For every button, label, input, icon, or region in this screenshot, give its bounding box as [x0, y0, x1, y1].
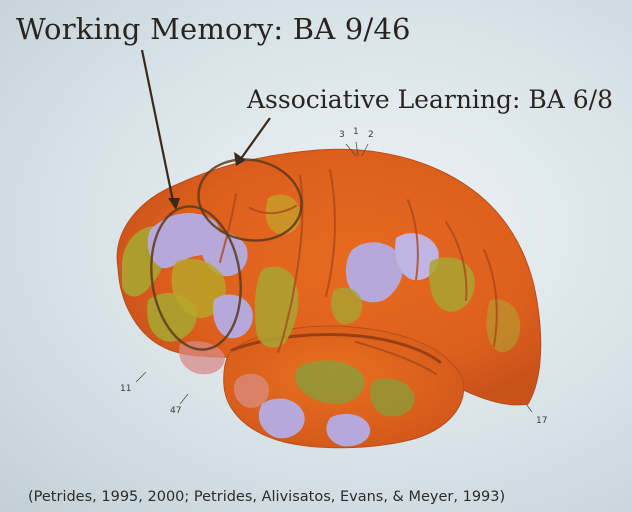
brodmann-area-label-11: 11	[120, 384, 131, 394]
citation-text: (Petrides, 1995, 2000; Petrides, Alivisa…	[28, 489, 505, 505]
brodmann-area-label-1: 1	[353, 127, 359, 137]
brodmann-area-label-3: 3	[339, 130, 345, 140]
associative-learning-title: Associative Learning: BA 6/8	[247, 85, 613, 114]
working-memory-title: Working Memory: BA 9/46	[16, 12, 411, 46]
brodmann-area-label-2: 2	[368, 130, 374, 140]
brodmann-area-label-47: 47	[170, 406, 181, 416]
brodmann-area-label-17: 17	[536, 416, 547, 426]
